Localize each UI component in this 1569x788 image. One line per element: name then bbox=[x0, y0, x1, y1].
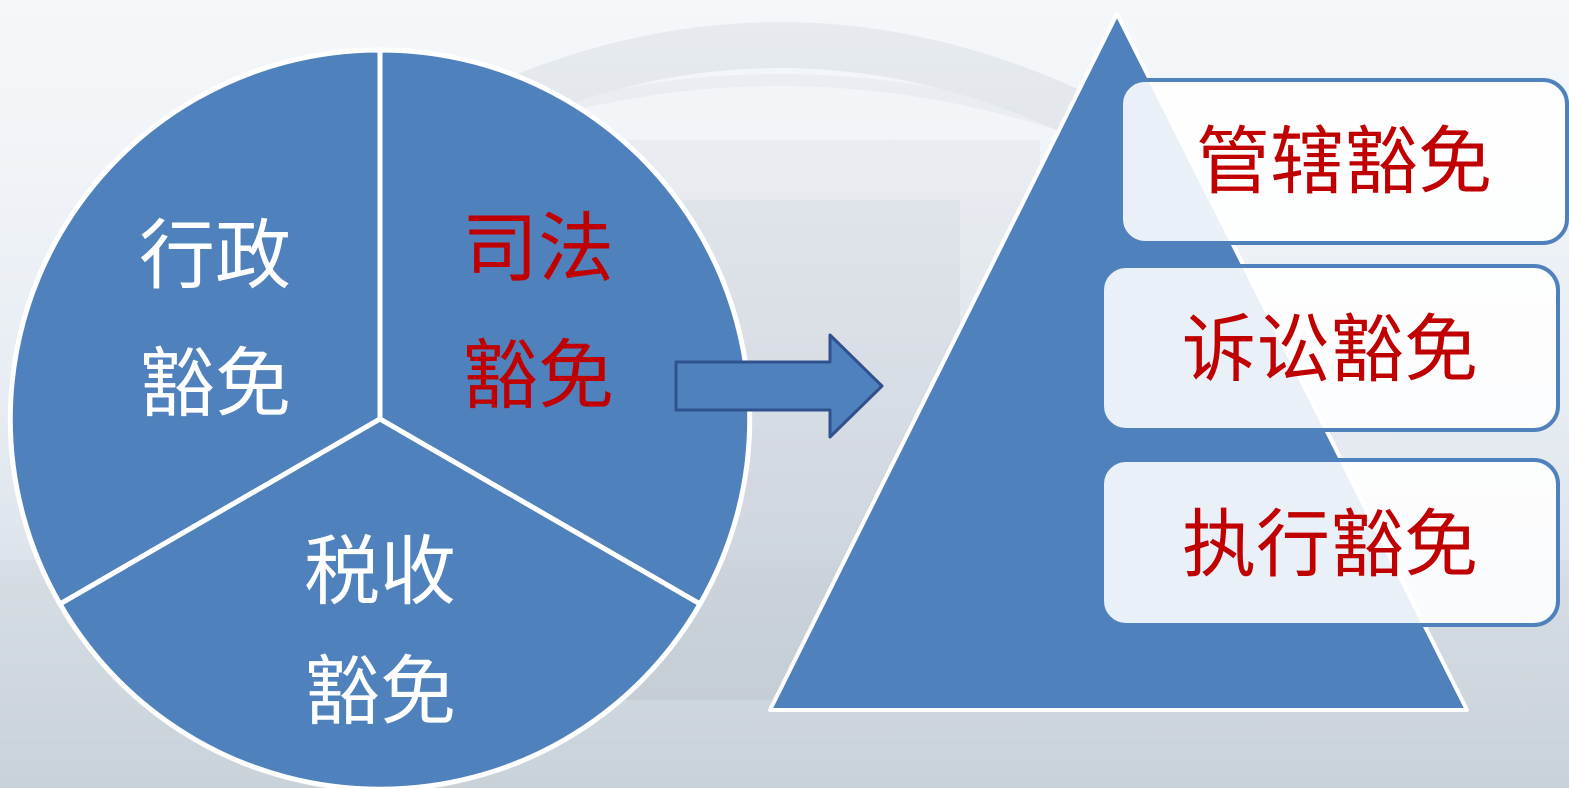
pie-label-judicial-line2: 豁免 bbox=[462, 331, 614, 420]
pyramid-box-jurisdiction: 管辖豁免 bbox=[1119, 78, 1569, 245]
pyramid-box-litigation: 诉讼豁免 bbox=[1100, 264, 1560, 432]
pyramid-box-label: 管辖豁免 bbox=[1196, 119, 1492, 205]
pie-label-administrative-line2: 豁免 bbox=[139, 339, 291, 428]
pie-segment-administrative bbox=[7, 47, 383, 607]
pie-label-tax-line2: 豁免 bbox=[304, 647, 456, 736]
pie-chart: 行政 豁免 司法 豁免 税收 豁免 bbox=[7, 47, 753, 788]
pie-segment-judicial bbox=[377, 47, 753, 607]
pie-label-tax-line1: 税收 bbox=[304, 527, 456, 616]
pie-label-administrative-line1: 行政 bbox=[139, 211, 291, 300]
pie-segment-tax bbox=[57, 416, 703, 788]
pie-label-judicial-line1: 司法 bbox=[462, 204, 614, 293]
pyramid-box-label: 诉讼豁免 bbox=[1182, 307, 1478, 393]
right-arrow bbox=[674, 333, 884, 439]
pyramid-box-label: 执行豁免 bbox=[1182, 502, 1478, 588]
pyramid-box-execution: 执行豁免 bbox=[1100, 458, 1560, 627]
